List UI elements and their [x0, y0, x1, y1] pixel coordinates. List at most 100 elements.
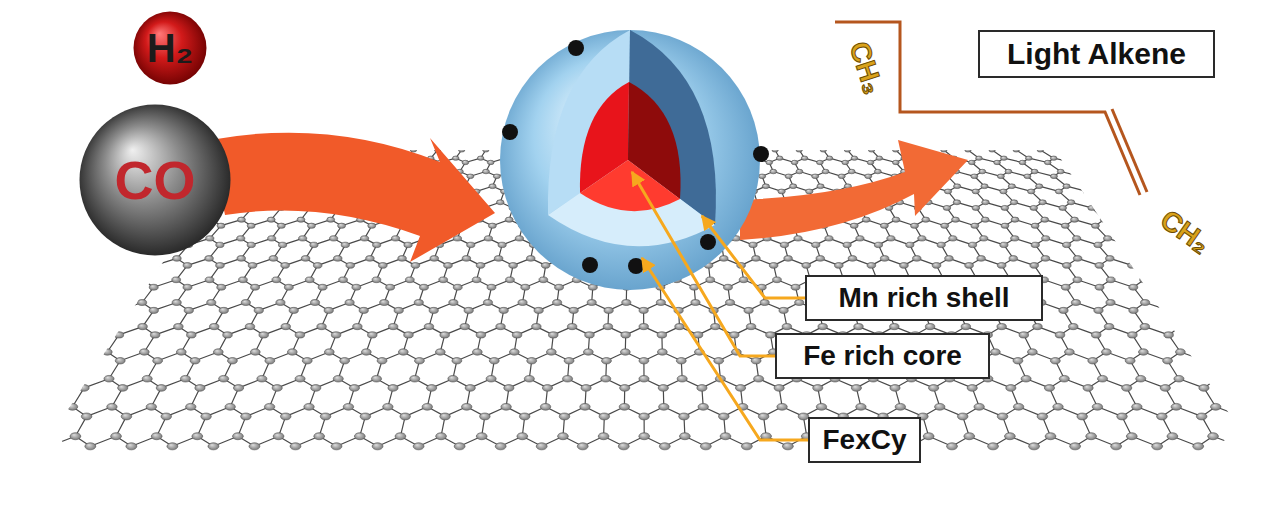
- carbon-atom: [758, 413, 769, 420]
- carbon-atom: [844, 148, 850, 152]
- carbon-atom: [264, 403, 274, 410]
- carbon-atom: [14, 284, 23, 290]
- carbon-atom: [1173, 277, 1182, 283]
- carbon-atom: [257, 375, 267, 382]
- carbon-atom: [868, 148, 874, 152]
- carbon-atom: [44, 307, 53, 313]
- carbon-atom: [161, 413, 172, 420]
- carbon-atom: [1036, 184, 1043, 189]
- carbon-atom: [173, 256, 182, 262]
- carbon-atom: [1031, 223, 1039, 228]
- carbon-atom: [1041, 217, 1049, 222]
- carbon-atom: [1247, 323, 1256, 329]
- carbon-atom: [82, 236, 90, 241]
- carbon-atom: [102, 349, 112, 355]
- carbon-atom: [562, 375, 572, 382]
- carbon-atom: [360, 236, 368, 241]
- carbon-atom: [79, 385, 89, 392]
- carbon-atom: [140, 256, 149, 262]
- carbon-atom: [843, 242, 851, 247]
- carbon-atom: [345, 300, 354, 306]
- carbon-atom: [1041, 256, 1050, 262]
- carbon-atom: [78, 332, 88, 338]
- carbon-monoxide-molecule: CO: [79, 104, 231, 256]
- carbon-atom: [1128, 332, 1138, 338]
- carbon-atom: [1206, 277, 1215, 283]
- carbon-atom: [284, 284, 293, 290]
- carbon-atom: [49, 148, 55, 152]
- carbon-atom: [517, 433, 528, 440]
- carbon-atom: [404, 332, 414, 338]
- carbon-atom: [301, 256, 310, 262]
- carbon-atom: [311, 385, 321, 392]
- carbon-atom: [587, 300, 596, 306]
- carbon-atom: [216, 263, 225, 269]
- carbon-atom: [1130, 217, 1138, 222]
- carbon-atom: [29, 217, 37, 222]
- carbon-atom: [139, 349, 149, 355]
- carbon-atom: [752, 256, 761, 262]
- carbon-atom: [519, 413, 530, 420]
- carbon-atom: [338, 223, 346, 228]
- carbon-atom: [1267, 200, 1275, 205]
- carbon-atom: [791, 284, 800, 290]
- carbon-atom: [254, 307, 263, 313]
- carbon-atom: [183, 263, 192, 269]
- carbon-atom: [1027, 349, 1037, 355]
- carbon-atom: [1276, 385, 1286, 392]
- carbon-atom: [856, 403, 866, 410]
- carbon-atom: [1212, 375, 1222, 382]
- carbon-atom: [103, 300, 112, 306]
- carbon-atom: [1275, 358, 1285, 364]
- carbon-atom: [567, 323, 576, 329]
- carbon-atom: [287, 349, 297, 355]
- carbon-atom: [102, 323, 111, 329]
- carbon-atom: [659, 403, 669, 410]
- carbon-atom: [272, 385, 282, 392]
- carbon-atom: [444, 263, 453, 269]
- carbon-atom: [620, 385, 630, 392]
- carbon-atom: [184, 307, 193, 313]
- carbon-atom: [1258, 263, 1267, 269]
- carbon-atom: [541, 263, 550, 269]
- carbon-atom: [1194, 189, 1201, 194]
- carbon-atom: [772, 148, 778, 152]
- carbon-atom: [994, 160, 1001, 164]
- carbon-atom: [138, 323, 147, 329]
- carbon-atom: [911, 223, 919, 228]
- carbon-atom: [82, 284, 91, 290]
- carbon-atom: [1059, 307, 1068, 313]
- carbon-atom: [981, 184, 988, 189]
- carbon-atom: [327, 217, 335, 222]
- carbon-atom: [201, 413, 212, 420]
- carbon-atom: [746, 323, 755, 329]
- carbon-atom: [452, 358, 462, 364]
- carbon-atom: [1164, 307, 1173, 313]
- carbon-atom: [1001, 205, 1009, 210]
- carbon-atom: [603, 323, 612, 329]
- carbon-atom: [400, 413, 411, 420]
- carbon-atom: [1031, 169, 1038, 174]
- carbon-atom: [1028, 189, 1035, 194]
- carbon-atom: [388, 385, 398, 392]
- carbon-atom: [66, 223, 74, 228]
- carbon-atom: [711, 323, 720, 329]
- node-text: Fe rich core: [803, 340, 962, 372]
- carbon-atom: [28, 403, 38, 410]
- carbon-atom: [249, 443, 260, 450]
- carbon-atom: [1212, 323, 1221, 329]
- carbon-atom: [366, 256, 375, 262]
- carbon-atom: [245, 323, 254, 329]
- carbon-atom: [85, 263, 94, 269]
- carbon-atom: [73, 148, 79, 152]
- carbon-atom: [1236, 332, 1246, 338]
- carbon-atom: [1006, 385, 1016, 392]
- chemical-group-label: CH₃: [843, 38, 890, 99]
- carbon-atom: [1210, 174, 1217, 179]
- carbon-atom: [190, 358, 200, 364]
- carbon-atom: [1237, 385, 1247, 392]
- carbon-atom: [1101, 349, 1111, 355]
- carbon-atom: [414, 300, 423, 306]
- carbon-atom: [90, 242, 98, 247]
- carbon-atom: [816, 403, 826, 410]
